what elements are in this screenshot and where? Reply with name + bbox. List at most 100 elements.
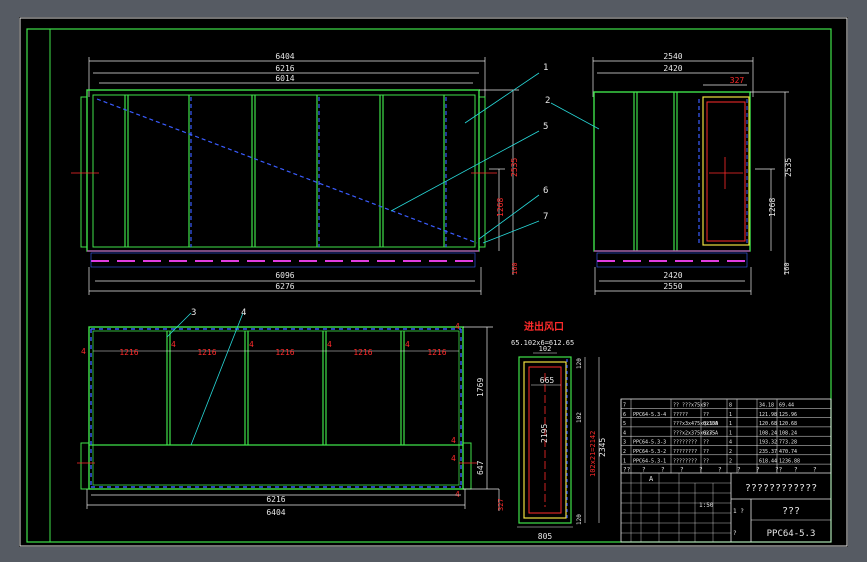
- parts-cell-name: ????????: [673, 449, 697, 455]
- callout-6: 6: [543, 186, 548, 196]
- port-dim-right-b: 2345: [598, 438, 607, 457]
- plan-dim-side: 327: [497, 498, 505, 511]
- front-dim-bottom-1: 6096: [275, 271, 294, 280]
- parts-cell-code: PPC64-5.3-4: [633, 412, 666, 418]
- parts-header-cell: ?: [699, 467, 703, 474]
- title-sheet: 1 ?: [733, 508, 744, 515]
- plan-seg-4: 1216: [353, 348, 372, 357]
- parts-cell-w2: 470.74: [779, 449, 797, 455]
- plan-seg-1: 1216: [119, 348, 138, 357]
- parts-cell-code: PPC64-5.3-1: [633, 458, 666, 464]
- plan-view: 1216 1216 1216 1216 1216 4 4 4 4 4 4 4 4…: [77, 308, 505, 517]
- title-rev: A: [649, 475, 654, 483]
- parts-header-cell: ?: [680, 467, 684, 474]
- plan-mark-2: 4: [171, 340, 176, 349]
- parts-cell-w2: 125.96: [779, 412, 797, 418]
- parts-cell-code: PPC64-5.3-3: [633, 440, 666, 446]
- parts-cell-w2: 1236.88: [779, 458, 800, 464]
- parts-cell-no: 6: [623, 412, 626, 418]
- side-dim-top-2: 2420: [663, 64, 682, 73]
- parts-cell-no: 2: [623, 449, 626, 455]
- side-dim-small: 160: [783, 262, 791, 275]
- plan-dim-bottom-1: 6216: [266, 495, 285, 504]
- parts-cell-w2: 773.28: [779, 440, 797, 446]
- parts-cell-count: 8: [729, 403, 732, 409]
- port-formula: 65.102x6=612.65: [511, 339, 574, 347]
- parts-cell-w1: 193.32: [759, 440, 777, 446]
- parts-cell-count: 2: [729, 449, 732, 455]
- drawing-canvas: 6404 6216 6014: [19, 17, 848, 547]
- callout-5: 5: [543, 122, 548, 132]
- parts-header-cell: ??: [623, 467, 631, 474]
- front-dim-right-1: 2535: [510, 158, 519, 177]
- plan-mark-5: 4: [405, 340, 410, 349]
- port-dim-top: 102: [539, 345, 552, 353]
- plan-seg-5: 1216: [427, 348, 446, 357]
- plan-mark-7: 4: [451, 436, 456, 445]
- parts-cell-qty: Q235A: [703, 430, 718, 436]
- parts-cell-w2: 120.68: [779, 421, 797, 427]
- parts-cell-qty: Q235A: [703, 421, 718, 427]
- side-dim-inner: 327: [730, 76, 745, 85]
- front-dim-top-2: 6216: [275, 64, 294, 73]
- drawing-frame: [26, 28, 832, 543]
- parts-header-cell: ?: [756, 467, 760, 474]
- parts-header-cell: ?: [737, 467, 741, 474]
- parts-cell-qty: ??: [703, 458, 709, 464]
- port-dim-height: 2195: [540, 424, 549, 443]
- parts-cell-qty: ??: [703, 412, 709, 418]
- parts-cell-no: 7: [623, 403, 626, 409]
- front-dim-top-1: 6404: [275, 52, 294, 61]
- parts-cell-name: ?? ???x75x5: [673, 403, 706, 409]
- parts-header-cell: ?: [642, 467, 646, 474]
- side-dim-bottom-1: 2420: [663, 271, 682, 280]
- callout-4: 4: [241, 308, 246, 318]
- parts-cell-w1: 121.98: [759, 412, 777, 418]
- parts-cell-count: 1: [729, 421, 732, 427]
- title-drawing-no: PPC64-5.3: [767, 529, 816, 539]
- parts-cell-w1: 618.44: [759, 458, 777, 464]
- parts-cell-w1: 108.24: [759, 430, 777, 436]
- front-dim-small: 160: [511, 262, 519, 275]
- parts-cell-no: 1: [623, 458, 626, 464]
- parts-cell-w2: 108.24: [779, 430, 797, 436]
- port-detail: 进出风口 65.102x6=612.65 102 665 2195 805: [511, 320, 607, 541]
- port-dim-small-1: 120: [576, 358, 583, 369]
- front-dim-right-2: 1268: [496, 198, 505, 217]
- parts-header-cell: ??: [775, 467, 783, 474]
- parts-cell-count: 2: [729, 458, 732, 464]
- port-dim-small-3: 120: [576, 514, 583, 525]
- parts-cell-count: 1: [729, 430, 732, 436]
- callout-3: 3: [191, 308, 196, 318]
- drawing-sheet: 6404 6216 6014: [19, 17, 848, 547]
- title-mark: ?: [733, 530, 737, 537]
- parts-header-cell: ?: [794, 467, 798, 474]
- title-scale: 1:50: [699, 502, 714, 509]
- parts-cell-name: ???x2x375x6x75: [673, 430, 715, 436]
- plan-mark-1: 4: [81, 347, 86, 356]
- parts-cell-name: ????????: [673, 440, 697, 446]
- parts-cell-name: ???x3x475x8x100: [673, 421, 718, 427]
- parts-cell-count: 1: [729, 412, 732, 418]
- plan-mark-4: 4: [327, 340, 332, 349]
- plan-mark-6: 4: [455, 322, 460, 331]
- parts-cell-w1: 34.18: [759, 403, 774, 409]
- parts-cell-code: PPC64-5.3-2: [633, 449, 666, 455]
- side-dim-top-1: 2540: [663, 52, 682, 61]
- callout-1: 1: [543, 63, 548, 73]
- plan-dim-right-1: 1769: [476, 378, 485, 397]
- title-company: ????????????: [745, 483, 817, 494]
- parts-cell-w2: 69.44: [779, 403, 794, 409]
- parts-cell-no: 4: [623, 430, 626, 436]
- parts-cell-qty: ??: [703, 440, 709, 446]
- front-dim-bottom-2: 6276: [275, 282, 294, 291]
- side-dim-right-2: 1268: [768, 198, 777, 217]
- callout-2: 2: [545, 96, 550, 106]
- port-dim-small-2: 102: [576, 412, 583, 423]
- parts-cell-w1: 235.37: [759, 449, 777, 455]
- port-dim-inner: 665: [540, 376, 555, 385]
- sheet-border: [19, 17, 848, 547]
- port-dim-right-a: 102x21=2142: [589, 431, 597, 477]
- title-drawing-name: ???: [782, 506, 800, 517]
